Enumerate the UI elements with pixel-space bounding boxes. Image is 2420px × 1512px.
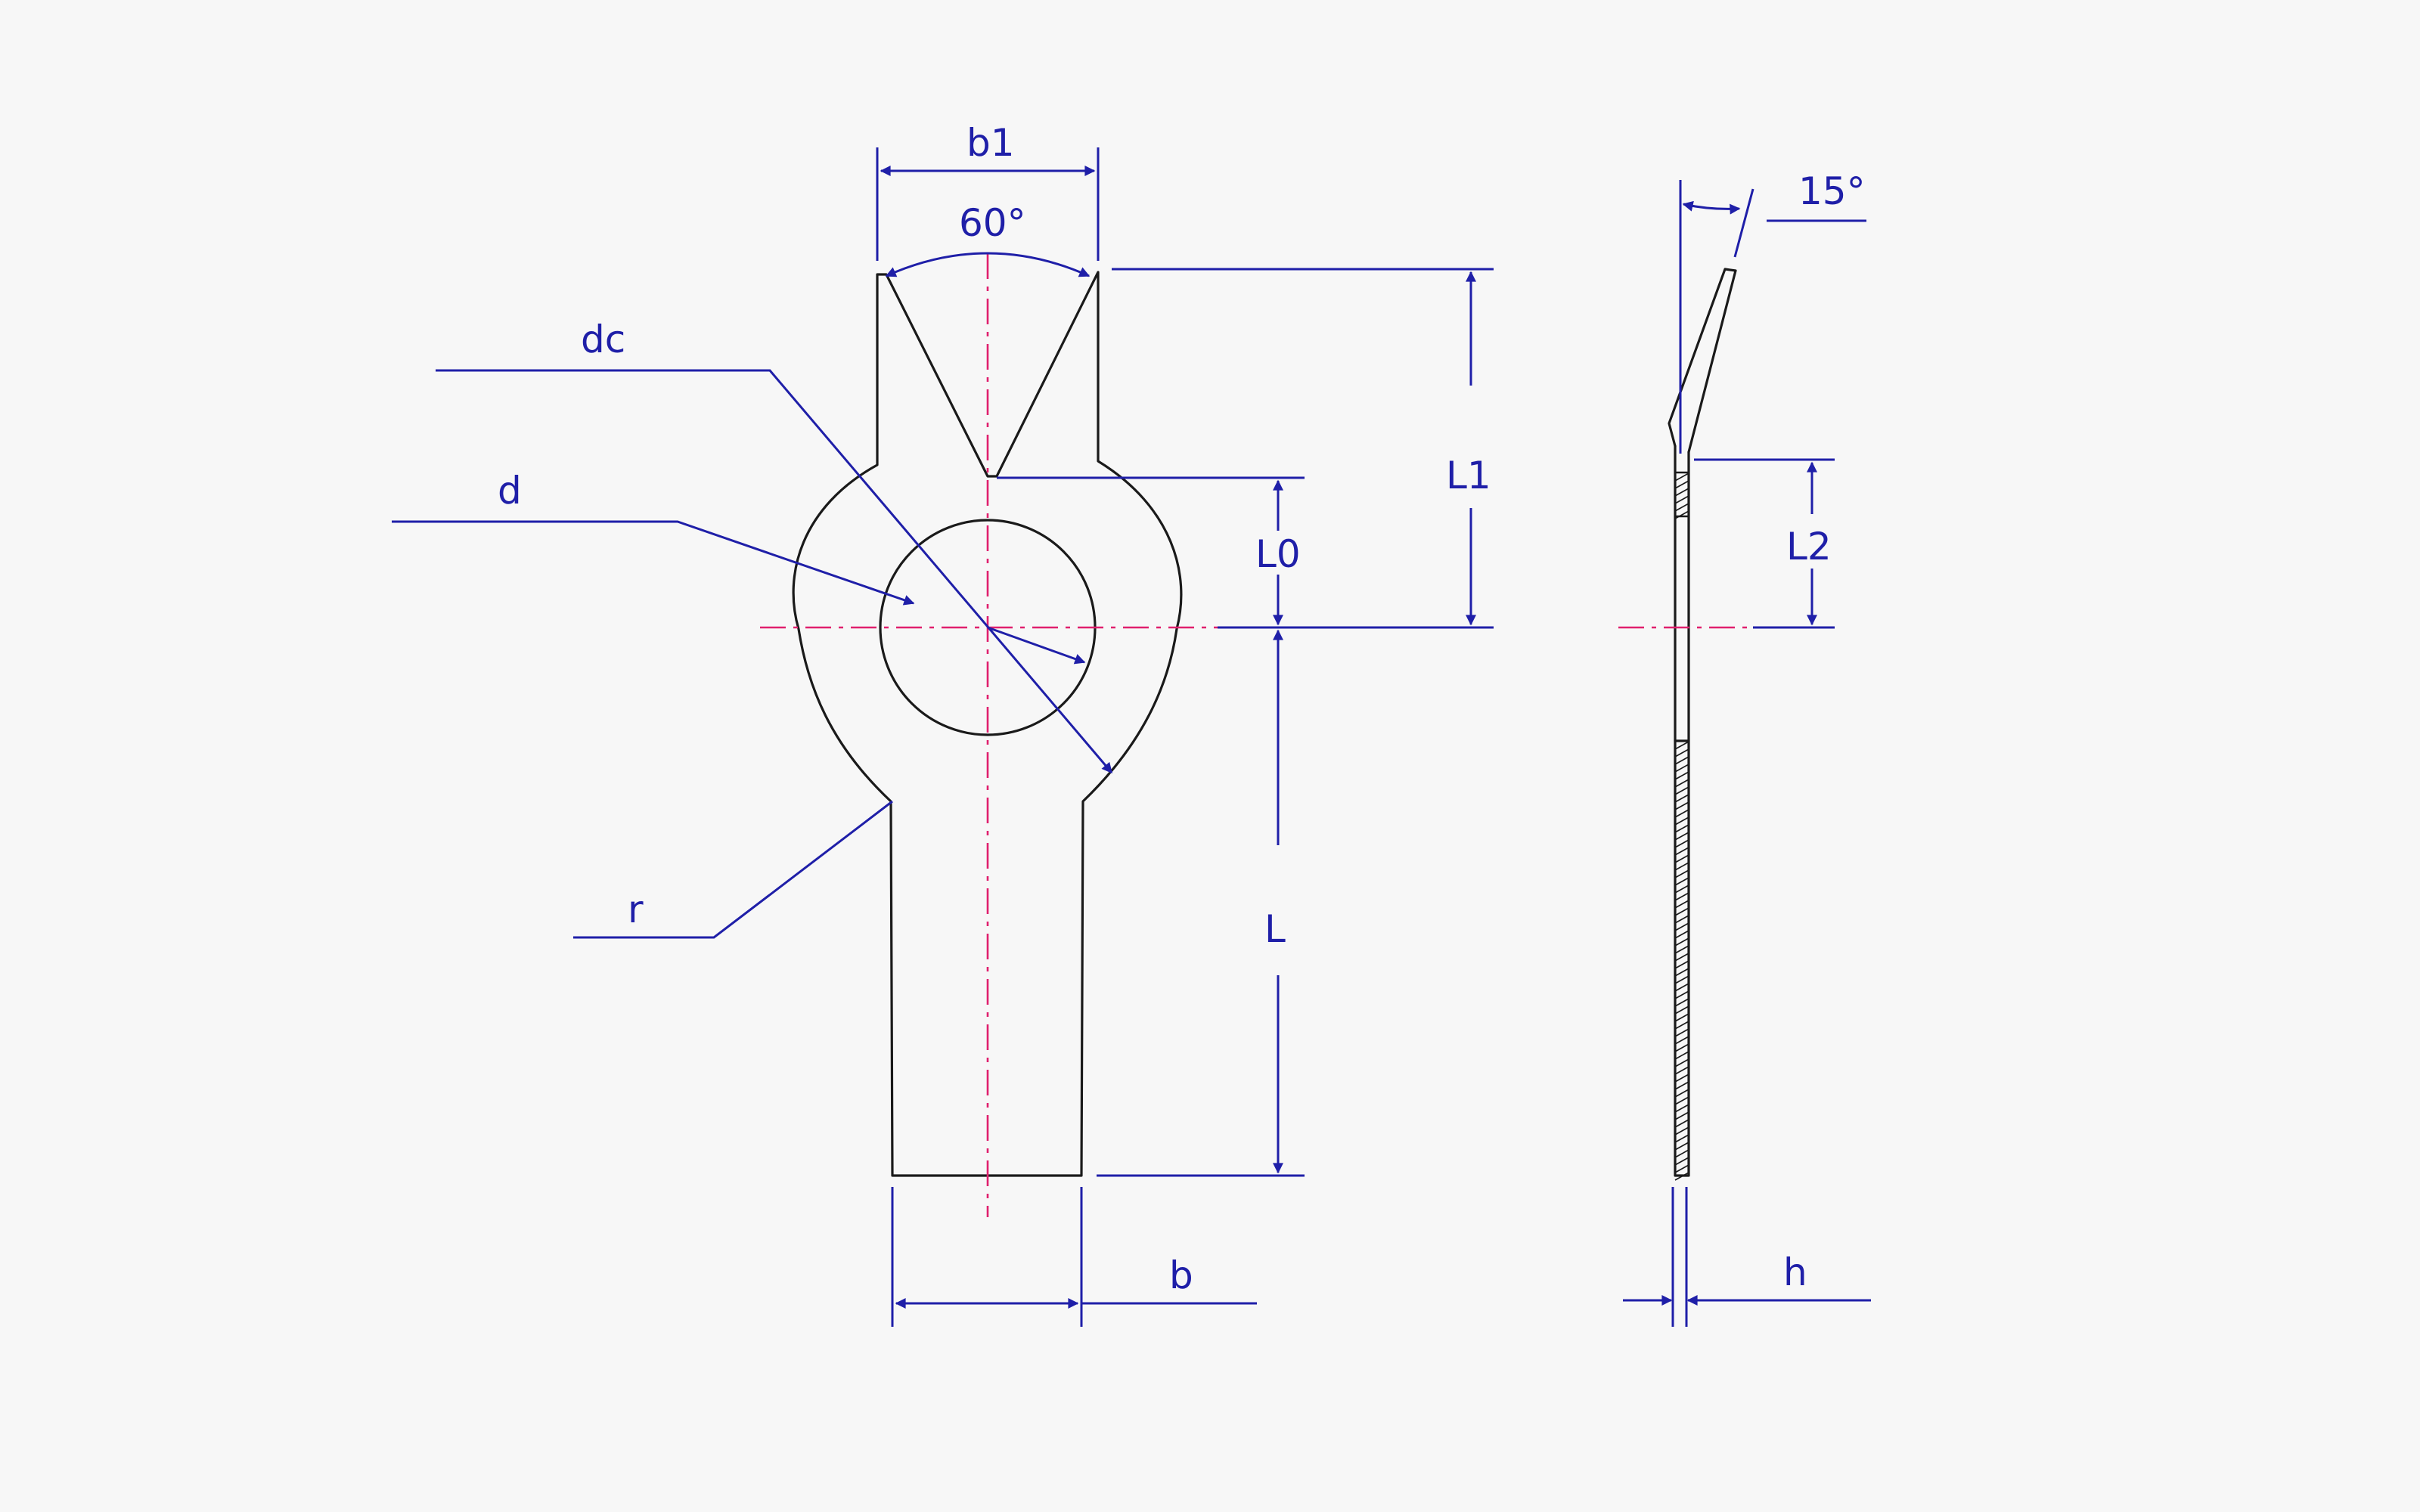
bend-angle-label: 15° [1798, 169, 1866, 213]
bend-angle-arc [1682, 200, 1741, 215]
d-diameter-arrow [987, 626, 1086, 665]
side-view: 15° L2 h [1618, 169, 1871, 1327]
h-label: h [1783, 1250, 1807, 1294]
r-label: r [628, 888, 644, 931]
plate-upper-section [1674, 445, 1690, 742]
bent-tab-outline [1668, 268, 1737, 454]
d-label: d [498, 469, 522, 513]
dc-leader [436, 369, 1113, 774]
tip-angle-label: 60° [959, 201, 1026, 245]
l0-label: L0 [1255, 532, 1301, 576]
l-label: L [1264, 907, 1286, 951]
bend-angle-extension [1733, 188, 1754, 258]
b-label: b [1169, 1253, 1193, 1297]
front-view: b1 60° dc d r L0 L1 L b [392, 121, 1494, 1327]
tip-angle-arc [885, 252, 1091, 277]
l1-label: L1 [1446, 454, 1491, 497]
tab-washer-outline [792, 271, 1183, 1177]
d-leader [392, 520, 915, 606]
dc-label: dc [581, 318, 625, 361]
b1-label: b1 [966, 121, 1015, 165]
r-leader [573, 800, 893, 939]
l2-label: L2 [1786, 525, 1832, 569]
hatched-section [1674, 471, 1690, 1181]
